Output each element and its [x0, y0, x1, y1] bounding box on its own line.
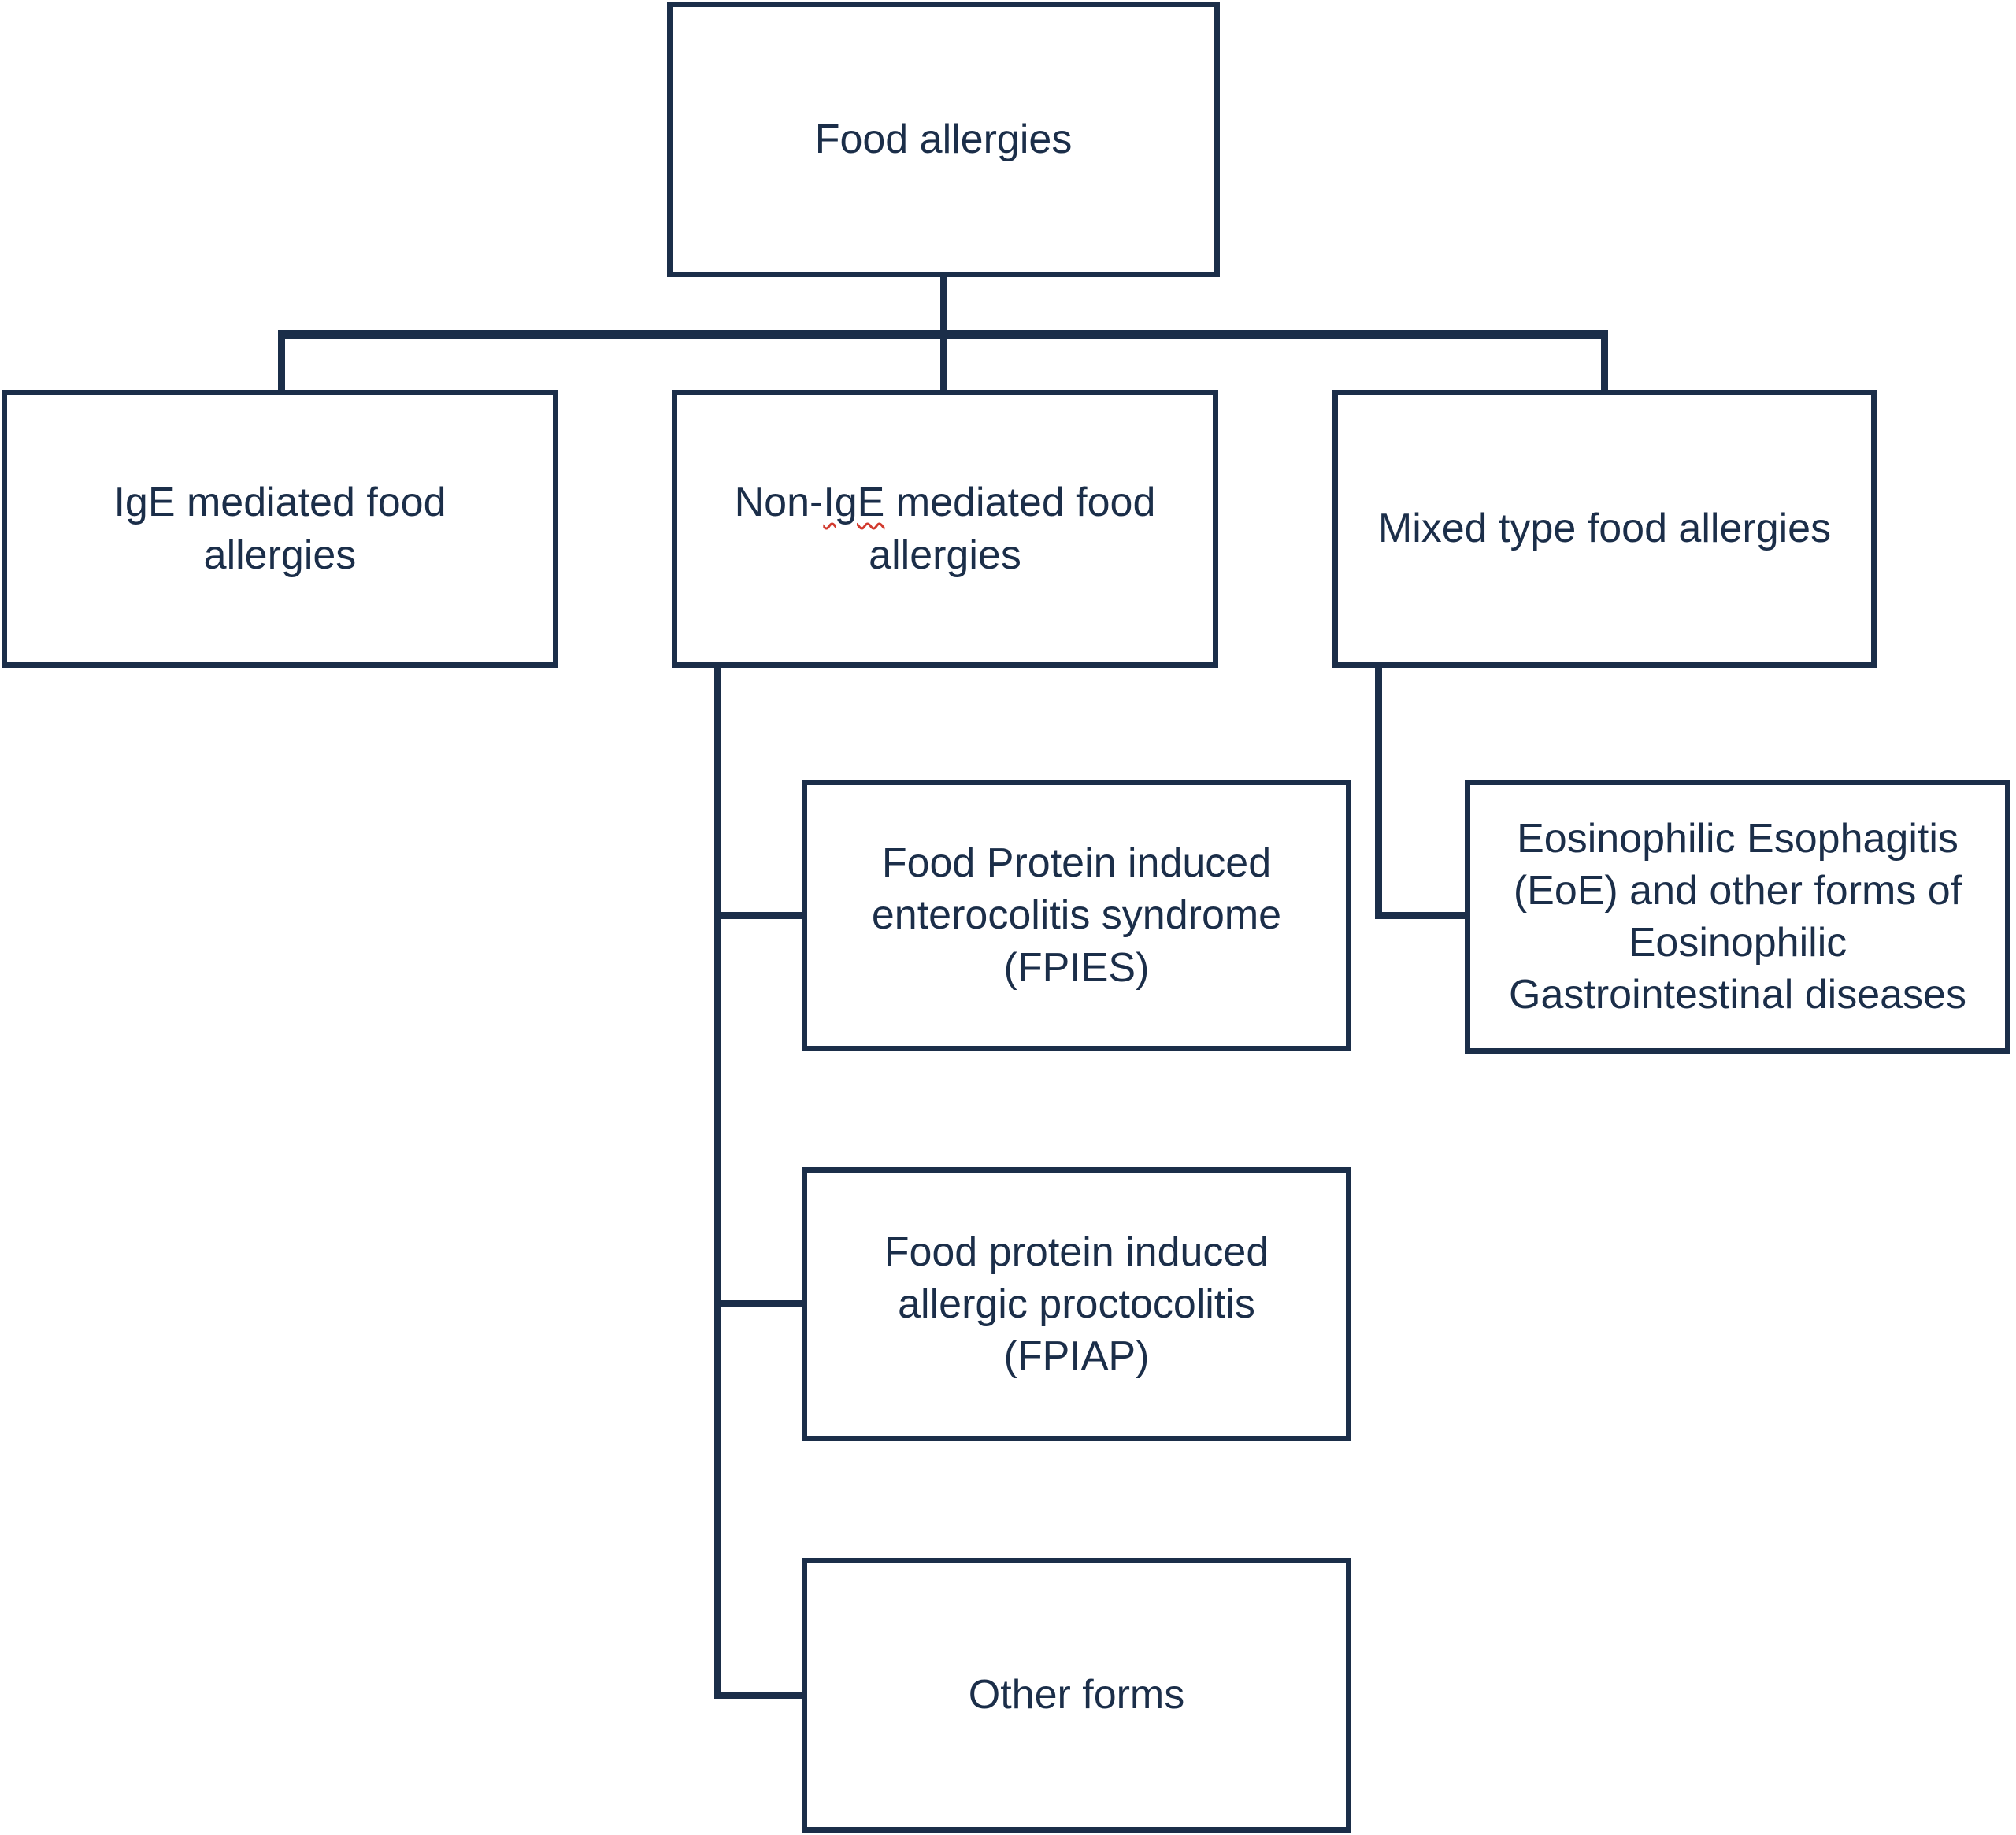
node-fpiap: Food protein induced allergic proctocoli…: [802, 1167, 1351, 1441]
connector-mixed-drop: [1601, 330, 1608, 390]
node-non-ige-mediated-label: Non-IgE mediated food allergies: [734, 480, 1156, 578]
connector-level1-horizontal: [278, 330, 1608, 339]
connector-non-ige-trunk: [714, 668, 721, 1699]
node-eoe-label: Eosinophilic Esophagitis (EoE) and other…: [1509, 815, 1966, 1018]
node-fpies-label: Food Protein induced enterocolitis syndr…: [871, 840, 1282, 991]
node-ige-mediated-label: IgE mediated food allergies: [113, 480, 447, 578]
node-ige-mediated: IgE mediated food allergies: [2, 390, 558, 668]
connector-fpiap-branch: [714, 1300, 802, 1307]
node-fpiap-label: Food protein induced allergic proctocoli…: [884, 1229, 1269, 1380]
node-food-allergies-label: Food allergies: [814, 116, 1073, 162]
connector-other-forms-branch: [714, 1692, 802, 1699]
node-mixed-type-label: Mixed type food allergies: [1377, 506, 1832, 552]
connector-mixed-trunk: [1375, 668, 1382, 919]
node-food-allergies: Food allergies: [667, 2, 1220, 277]
node-eoe: Eosinophilic Esophagitis (EoE) and other…: [1465, 780, 2010, 1054]
node-fpies: Food Protein induced enterocolitis syndr…: [802, 780, 1351, 1051]
connector-ige-drop: [278, 330, 285, 390]
connector-eoe-branch: [1375, 912, 1465, 919]
connector-fpies-branch: [714, 912, 802, 919]
spellcheck-underline: IgE: [823, 480, 885, 526]
node-non-ige-mediated: Non-IgE mediated food allergies: [672, 390, 1218, 668]
node-mixed-type: Mixed type food allergies: [1332, 390, 1877, 668]
node-other-forms-label: Other forms: [968, 1672, 1185, 1718]
node-other-forms: Other forms: [802, 1558, 1351, 1833]
